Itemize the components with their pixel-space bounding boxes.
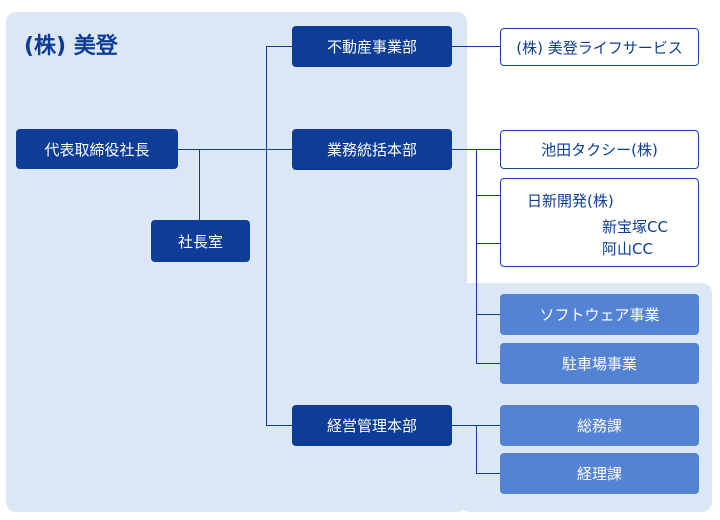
nisshin-development-company-node: 日新開発(株) 新宝塚CC 阿山CC bbox=[500, 178, 699, 267]
parking-business-node: 駐車場事業 bbox=[500, 343, 699, 384]
president-node: 代表取締役社長 bbox=[16, 129, 178, 169]
golf-course-shintakarazuka: 新宝塚CC bbox=[602, 218, 668, 236]
nisshin-company-name: 日新開発(株) bbox=[527, 192, 614, 210]
president-office-node: 社長室 bbox=[151, 220, 250, 262]
golf-course-ayama: 阿山CC bbox=[602, 240, 653, 258]
general-affairs-section-node: 総務課 bbox=[500, 405, 699, 446]
company-title: (株) 美登 bbox=[24, 34, 118, 59]
real-estate-division-node: 不動産事業部 bbox=[292, 26, 452, 67]
operations-hq-node: 業務統括本部 bbox=[292, 129, 452, 170]
software-business-node: ソフトウェア事業 bbox=[500, 294, 699, 335]
accounting-section-node: 経理課 bbox=[500, 453, 699, 494]
life-service-company-node: (株) 美登ライフサービス bbox=[500, 28, 699, 66]
management-hq-node: 経営管理本部 bbox=[292, 405, 452, 446]
ikeda-taxi-company-node: 池田タクシー(株) bbox=[500, 130, 699, 169]
